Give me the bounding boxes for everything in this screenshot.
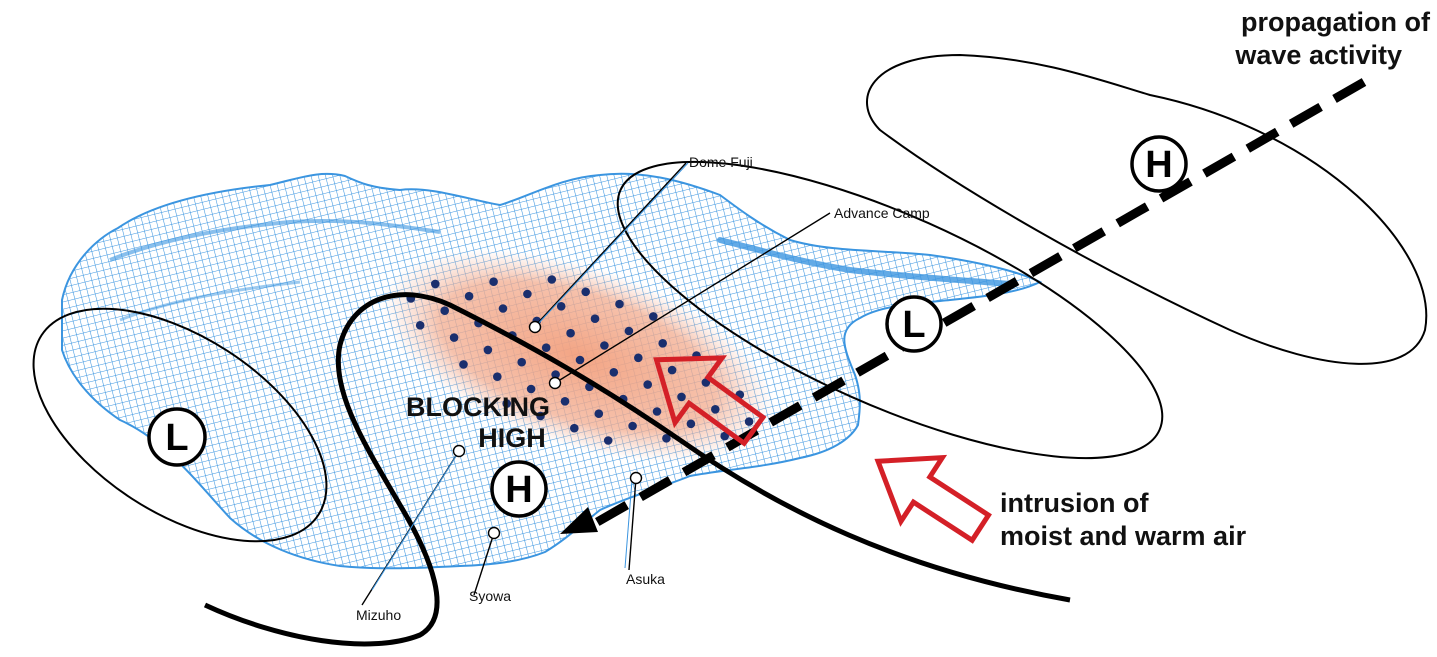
low-symbol-west-letter: L xyxy=(165,417,188,459)
station-syowa-marker xyxy=(487,526,501,540)
label-asuka: Asuka xyxy=(626,571,665,587)
moisture-dot xyxy=(711,405,720,414)
station-markers xyxy=(361,162,831,606)
wave-activity-arrow xyxy=(560,78,1367,534)
moisture-dot xyxy=(415,321,425,330)
moisture-dot xyxy=(541,343,551,353)
moisture-dot xyxy=(523,289,532,299)
moisture-dot xyxy=(551,370,560,379)
moisture-dot xyxy=(744,417,754,426)
annotation-labels: BLOCKING HIGH propagation of wave activi… xyxy=(406,7,1431,551)
intrusion-arrows xyxy=(653,355,992,544)
moisture-dot xyxy=(566,328,575,338)
station-asuka-marker xyxy=(629,471,643,485)
moisture-dot xyxy=(536,411,545,421)
moisture-dot xyxy=(483,345,493,355)
label-dome-fuji: Dome Fuji xyxy=(689,154,753,170)
moisture-dot xyxy=(628,421,637,431)
moisture-dot-field xyxy=(406,275,754,445)
low-symbol-east: L xyxy=(885,295,943,353)
wave-activity-label-line1: propagation of xyxy=(1241,7,1431,37)
moisture-dot xyxy=(464,291,474,301)
label-mizuho: Mizuho xyxy=(356,607,401,623)
intrusion-arrow-inner xyxy=(653,355,767,447)
moisture-dot xyxy=(649,312,658,321)
intrusion-arrow-outer xyxy=(874,454,992,544)
moisture-dot xyxy=(489,277,498,287)
moisture-dot xyxy=(493,372,502,382)
moisture-dot xyxy=(609,368,619,377)
intrusion-label-line2: moist and warm air xyxy=(1000,521,1247,551)
moisture-dot xyxy=(600,341,609,350)
contour-high-northeast xyxy=(866,53,1428,365)
high-symbol-blocking: H xyxy=(490,460,548,518)
moisture-dot xyxy=(560,397,570,406)
low-symbol-west: L xyxy=(147,407,207,467)
moisture-dot xyxy=(459,360,468,369)
contour-low-east xyxy=(616,160,1164,460)
moisture-dot xyxy=(431,279,440,289)
station-labels: Dome Fuji Advance Camp Mizuho Syowa Asuk… xyxy=(356,154,930,623)
moisture-dot xyxy=(615,299,624,309)
moisture-dot xyxy=(556,302,566,311)
warm-air-shading xyxy=(381,249,775,463)
station-mizuho-marker xyxy=(452,444,466,458)
moisture-dot xyxy=(662,434,671,443)
contour-low-west xyxy=(32,307,328,543)
pressure-symbols: L H L H xyxy=(147,135,1188,518)
low-symbol-east-letter: L xyxy=(902,304,925,346)
moisture-dot xyxy=(634,353,643,363)
station-advance-camp-marker xyxy=(548,376,562,390)
high-symbol-northeast: H xyxy=(1130,135,1188,193)
moisture-dot xyxy=(658,339,667,348)
high-symbol-northeast-letter: H xyxy=(1145,144,1172,186)
contour-blocking-ridge xyxy=(203,292,1071,647)
moisture-dot xyxy=(449,333,459,342)
moisture-dot xyxy=(686,419,696,429)
label-syowa: Syowa xyxy=(469,588,511,604)
moisture-dot xyxy=(652,407,662,416)
moisture-dot xyxy=(526,384,536,394)
moisture-dot xyxy=(547,275,557,284)
moisture-dot xyxy=(440,306,450,316)
moisture-dot xyxy=(570,423,579,433)
moisture-dot xyxy=(590,314,600,324)
high-symbol-blocking-letter: H xyxy=(505,469,532,511)
blocking-high-label-line1: BLOCKING xyxy=(406,392,550,422)
moisture-dot xyxy=(517,357,526,367)
moisture-dot xyxy=(498,304,508,313)
label-advance-camp: Advance Camp xyxy=(834,205,930,221)
station-dome-fuji-marker xyxy=(528,320,542,334)
moisture-dot xyxy=(581,287,590,297)
moisture-dot xyxy=(624,326,634,336)
wave-activity-label-line2: wave activity xyxy=(1234,40,1402,70)
moisture-dot xyxy=(720,431,729,441)
moisture-dot xyxy=(677,392,686,402)
moisture-dot xyxy=(667,365,677,375)
moisture-dot xyxy=(575,355,585,365)
moisture-dot xyxy=(502,399,512,408)
moisture-dot xyxy=(603,436,613,445)
moisture-dot xyxy=(594,409,604,419)
moisture-dot xyxy=(643,380,652,389)
blocking-high-label-line2: HIGH xyxy=(478,423,546,453)
intrusion-label-line1: intrusion of xyxy=(1000,488,1149,518)
pressure-contours xyxy=(32,53,1428,647)
